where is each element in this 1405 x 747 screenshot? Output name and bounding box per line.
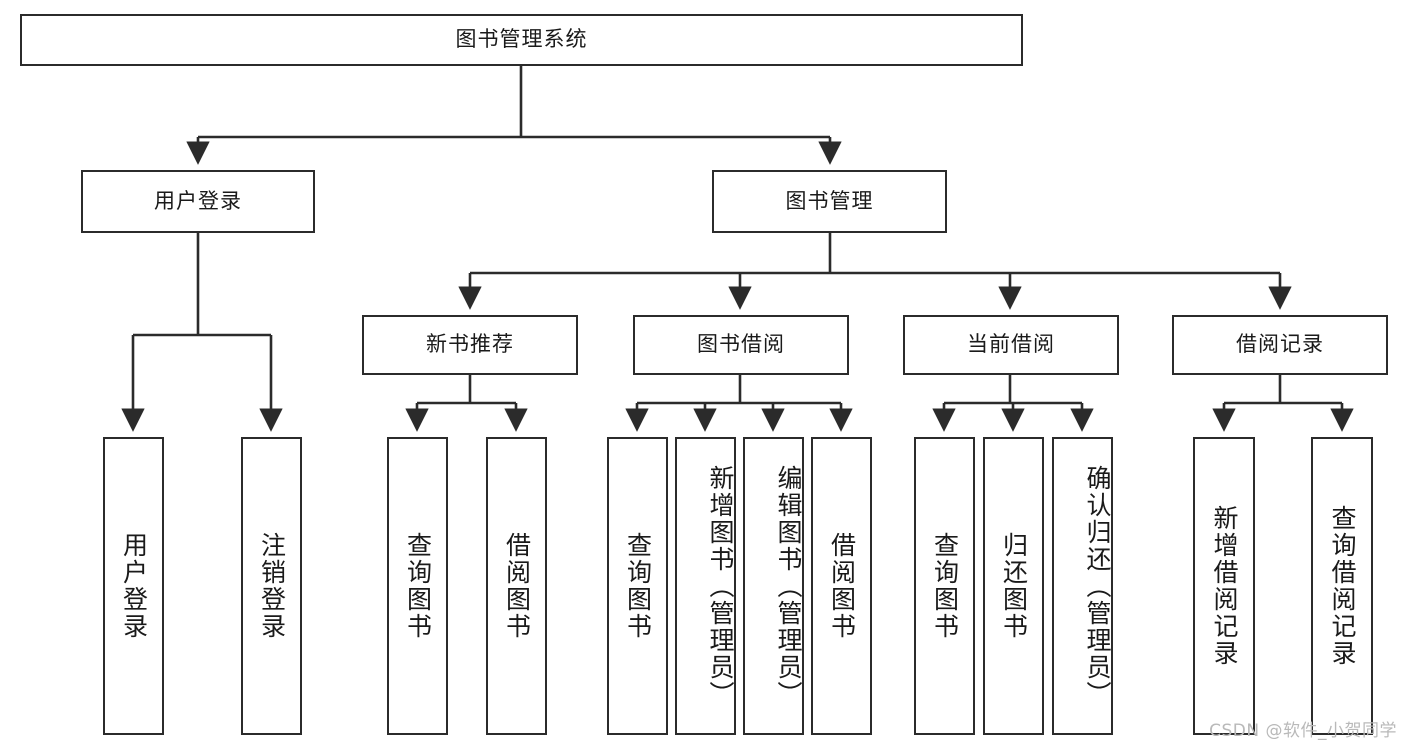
node-root[interactable]: 图书管理系统 [20, 14, 1023, 66]
node-current-borrow[interactable]: 当前借阅 [903, 315, 1119, 375]
node-new-book-rec[interactable]: 新书推荐 [362, 315, 578, 375]
node-leaf-add-book[interactable]: 新增图书（管理员） [675, 437, 736, 735]
node-user-login-label: 用户登录 [154, 188, 242, 213]
node-leaf-edit-book[interactable]: 编辑图书（管理员） [743, 437, 804, 735]
node-leaf-query-book-3-label: 查询图书 [930, 532, 960, 640]
node-book-borrow[interactable]: 图书借阅 [633, 315, 849, 375]
csdn-watermark: CSDN @软件_小贺同学 [1209, 721, 1397, 741]
node-leaf-borrow-book-1[interactable]: 借阅图书 [486, 437, 547, 735]
node-leaf-edit-book-label: 编辑图书（管理员） [774, 464, 803, 708]
node-leaf-query-record[interactable]: 查询借阅记录 [1311, 437, 1373, 735]
node-leaf-user-login[interactable]: 用户登录 [103, 437, 164, 735]
node-leaf-borrow-book-1-label: 借阅图书 [502, 532, 532, 640]
node-new-book-rec-label: 新书推荐 [426, 332, 514, 357]
node-leaf-add-record-label: 新增借阅记录 [1210, 505, 1239, 667]
node-leaf-query-book-2[interactable]: 查询图书 [607, 437, 668, 735]
node-leaf-query-book-1[interactable]: 查询图书 [387, 437, 448, 735]
node-leaf-user-login-label: 用户登录 [119, 532, 149, 640]
node-book-manage[interactable]: 图书管理 [712, 170, 947, 233]
node-leaf-return-book-label: 归还图书 [999, 532, 1029, 640]
node-borrow-record-label: 借阅记录 [1236, 332, 1324, 357]
node-leaf-confirm-return-label: 确认归还（管理员） [1083, 464, 1112, 708]
node-book-borrow-label: 图书借阅 [697, 332, 785, 357]
node-leaf-borrow-book-2-label: 借阅图书 [827, 532, 857, 640]
node-leaf-query-book-1-label: 查询图书 [403, 532, 433, 640]
node-leaf-query-book-3[interactable]: 查询图书 [914, 437, 975, 735]
node-leaf-logout[interactable]: 注销登录 [241, 437, 302, 735]
node-leaf-add-book-label: 新增图书（管理员） [706, 464, 735, 708]
node-leaf-borrow-book-2[interactable]: 借阅图书 [811, 437, 872, 735]
node-leaf-confirm-return[interactable]: 确认归还（管理员） [1052, 437, 1113, 735]
node-borrow-record[interactable]: 借阅记录 [1172, 315, 1388, 375]
node-current-borrow-label: 当前借阅 [967, 332, 1055, 357]
node-leaf-query-book-2-label: 查询图书 [623, 532, 653, 640]
node-leaf-add-record[interactable]: 新增借阅记录 [1193, 437, 1255, 735]
node-leaf-query-record-label: 查询借阅记录 [1328, 505, 1357, 667]
node-user-login[interactable]: 用户登录 [81, 170, 315, 233]
node-leaf-return-book[interactable]: 归还图书 [983, 437, 1044, 735]
node-book-manage-label: 图书管理 [785, 188, 874, 213]
node-leaf-logout-label: 注销登录 [257, 532, 287, 640]
node-root-label: 图书管理系统 [455, 27, 588, 52]
